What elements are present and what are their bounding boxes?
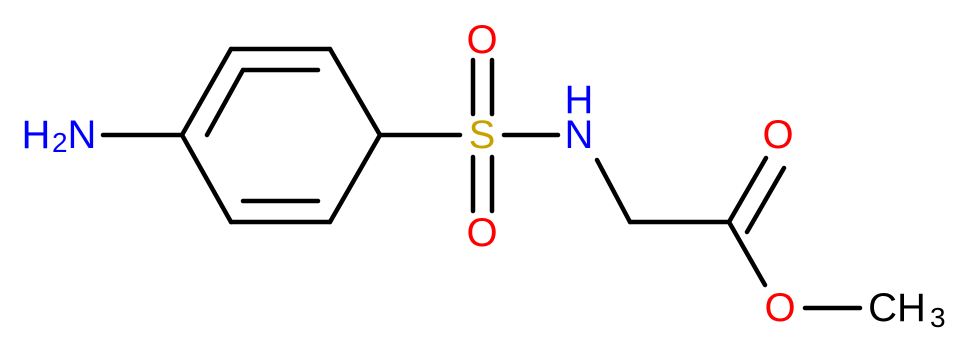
bond-carbonyl-to-ester-o (726, 219, 768, 288)
ring-double-inner-left (204, 67, 246, 138)
amine-n-label: N (68, 113, 97, 157)
bond-co-double-b (744, 165, 787, 235)
benzene-ring (179, 46, 383, 225)
ring-bond-1 (179, 46, 234, 138)
sulfonyl-oxygen-bottom: O (466, 211, 497, 255)
carbonyl-oxygen-label: O (762, 113, 793, 157)
bond-nh-to-ch2 (594, 157, 633, 225)
amine-h-label: H (22, 113, 51, 157)
sulfonyl-oxygen-top: O (466, 18, 497, 62)
amide-n-label: N (565, 113, 594, 157)
atom-labels: H 2 N S O O N H O O CH 3 (22, 18, 946, 333)
methyl-label: CH (868, 286, 926, 330)
methyl-subscript: 3 (930, 302, 946, 333)
ring-bond-3 (327, 46, 383, 138)
bond-co-double-a (726, 155, 769, 225)
ring-bond-6 (179, 132, 234, 225)
amine-subscript: 2 (52, 127, 68, 158)
ester-oxygen-label: O (764, 286, 795, 330)
sulfur-label: S (469, 113, 496, 157)
amide-h-label: H (565, 78, 594, 122)
ring-bond-4 (327, 132, 383, 225)
substituent-bonds (100, 57, 863, 311)
